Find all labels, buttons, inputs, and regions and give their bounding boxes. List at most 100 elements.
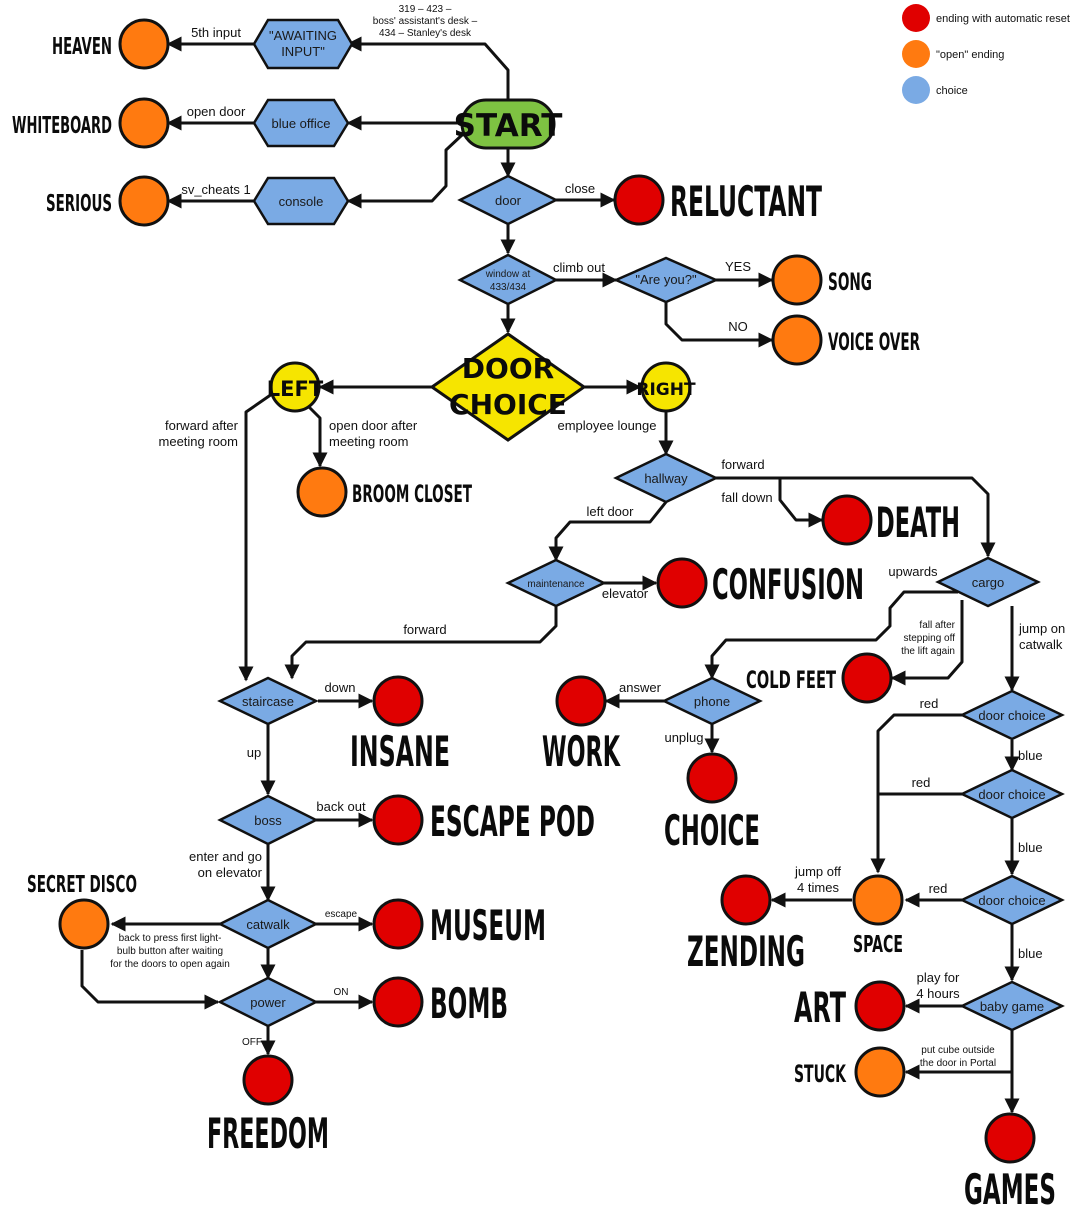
edge-hallway-maintenance bbox=[548, 501, 668, 562]
cargo-node bbox=[935, 556, 1041, 608]
work-label: WORK bbox=[542, 727, 621, 776]
edges bbox=[80, 36, 1020, 1114]
put-cube-line1: put cube outside bbox=[921, 1045, 995, 1056]
open-door-after-line2: meeting room bbox=[329, 434, 408, 449]
secret-disco-label: SECRET DISCO bbox=[27, 872, 137, 898]
forward-after-line1: forward after bbox=[165, 418, 239, 433]
bomb-ending-dot bbox=[372, 976, 424, 1028]
death-ending-dot bbox=[821, 494, 873, 546]
art-ending-dot bbox=[854, 980, 906, 1032]
cold-feet-ending-dot bbox=[841, 652, 893, 704]
escape-pod-label: ESCAPE POD bbox=[430, 797, 595, 846]
jump-off-line2: 4 times bbox=[797, 880, 839, 895]
blue1-label: blue bbox=[1018, 748, 1043, 763]
legend-red-swatch bbox=[902, 4, 930, 32]
yes-label: YES bbox=[725, 259, 751, 274]
close-label: close bbox=[565, 181, 595, 196]
serious-label: SERIOUS bbox=[46, 191, 112, 217]
zending-ending-dot bbox=[720, 874, 772, 926]
window-line1: window at bbox=[485, 269, 531, 280]
games-label: GAMES bbox=[964, 1165, 1056, 1214]
stuck-label: STUCK bbox=[794, 1060, 847, 1088]
edge-hallway-death bbox=[778, 478, 824, 528]
maintenance-label: maintenance bbox=[527, 579, 585, 590]
song-ending-dot bbox=[771, 254, 823, 306]
heaven-label: HEAVEN bbox=[52, 34, 112, 60]
museum-ending-dot bbox=[372, 898, 424, 950]
fall-after-line1: fall after bbox=[919, 620, 955, 631]
baby-game-label: baby game bbox=[980, 999, 1044, 1014]
legend-blue-swatch bbox=[902, 76, 930, 104]
back-press-line3: for the doors to open again bbox=[110, 959, 230, 970]
edge-left-broomcloset bbox=[304, 402, 328, 468]
serious-ending-dot bbox=[118, 175, 170, 227]
art-label: ART bbox=[794, 983, 846, 1032]
put-cube-line2: the door in Portal bbox=[920, 1058, 996, 1069]
baby-game-node bbox=[959, 980, 1065, 1032]
back-out-label: back out bbox=[316, 799, 366, 814]
door-label: door bbox=[495, 193, 522, 208]
window-node bbox=[457, 253, 559, 306]
fall-after-line2: stepping off bbox=[903, 633, 955, 644]
right-label: RIGHT bbox=[636, 380, 696, 400]
console-node bbox=[252, 176, 350, 226]
fall-down-label: fall down bbox=[721, 490, 772, 505]
code-label-line1: 319 – 423 – bbox=[399, 4, 452, 15]
code-label-line3: 434 – Stanley's desk bbox=[379, 28, 472, 39]
blue3-label: blue bbox=[1018, 946, 1043, 961]
blue-office-node bbox=[252, 98, 350, 148]
phone-label: phone bbox=[694, 694, 730, 709]
edge-maintenance-staircase bbox=[284, 606, 558, 680]
climb-out-label: climb out bbox=[553, 260, 605, 275]
maintenance-node bbox=[505, 558, 607, 608]
work-ending-dot bbox=[555, 675, 607, 727]
legend-red-label: ending with automatic reset bbox=[936, 13, 1070, 25]
off-label: OFF bbox=[242, 1037, 262, 1048]
broom-closet-ending-dot bbox=[296, 466, 348, 518]
employee-lounge-label: employee lounge bbox=[557, 418, 656, 433]
forward-label: forward bbox=[721, 457, 764, 472]
insane-label: INSANE bbox=[350, 727, 450, 776]
door-choice-1-label: door choice bbox=[978, 708, 1045, 723]
door-choice-node bbox=[429, 332, 587, 442]
edge-start-awaiting bbox=[346, 36, 510, 100]
freedom-ending-dot bbox=[242, 1054, 294, 1106]
staircase-node bbox=[217, 676, 319, 726]
choice-ending-dot bbox=[686, 752, 738, 804]
reluctant-label: RELUCTANT bbox=[670, 177, 822, 226]
are-you-label: "Are you?" bbox=[635, 272, 697, 287]
edge-left-staircase bbox=[238, 392, 273, 682]
forward-after-line2: meeting room bbox=[159, 434, 238, 449]
escape-label: escape bbox=[325, 909, 358, 920]
left-node bbox=[269, 361, 321, 413]
on-label: ON bbox=[334, 987, 349, 998]
play-for-line2: 4 hours bbox=[916, 986, 960, 1001]
jump-on-line1: jump on bbox=[1018, 621, 1065, 636]
left-label: LEFT bbox=[267, 377, 324, 401]
jump-on-line2: catwalk bbox=[1019, 637, 1063, 652]
bomb-label: BOMB bbox=[430, 979, 508, 1028]
awaiting-input-line1: "AWAITING bbox=[269, 28, 337, 43]
space-label: SPACE bbox=[853, 932, 903, 958]
right-node bbox=[640, 361, 692, 413]
no-label: NO bbox=[728, 319, 748, 334]
staircase-label: staircase bbox=[242, 694, 294, 709]
hallway-label: hallway bbox=[644, 471, 688, 486]
space-ending-dot bbox=[852, 874, 904, 926]
hallway-node bbox=[613, 452, 719, 504]
door-choice-3-label: door choice bbox=[978, 893, 1045, 908]
are-you-node bbox=[612, 256, 720, 304]
forward2-label: forward bbox=[403, 622, 446, 637]
choice-nodes: "AWAITING INPUT" blue office console STA… bbox=[217, 18, 1065, 1032]
death-label: DEATH bbox=[876, 498, 960, 547]
secret-disco-ending-dot bbox=[58, 898, 110, 950]
ending-circles bbox=[58, 18, 1036, 1164]
open-door-after-line1: open door after bbox=[329, 418, 418, 433]
edge-secretdisco-power bbox=[80, 950, 220, 1010]
start-node bbox=[460, 98, 556, 150]
voice-over-ending-dot bbox=[771, 314, 823, 366]
legend: ending with automatic reset "open" endin… bbox=[902, 4, 1070, 104]
edge-areyou-voiceover bbox=[664, 302, 774, 348]
choice-label: CHOICE bbox=[664, 806, 760, 855]
